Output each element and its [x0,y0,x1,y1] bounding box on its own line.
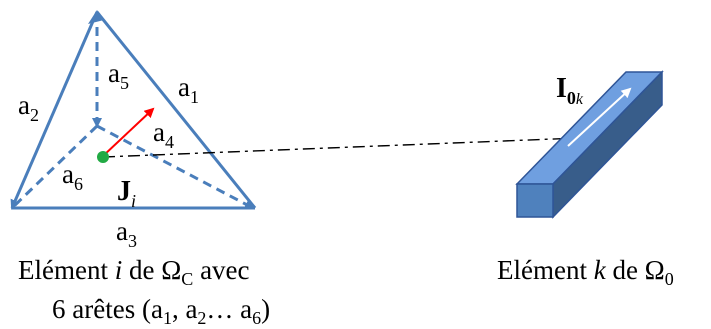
label-source-current: I0k [556,73,584,108]
label-a1: a1 [178,72,199,107]
source-current-arrow [567,87,632,147]
conductor-bar [515,70,664,219]
label-a3: a3 [116,216,137,251]
connection-line [102,138,578,158]
edge-a1-arrowhead [88,10,104,24]
caption-left-line2: 6 arêtes (a1, a2… a6) [52,294,270,328]
label-a5: a5 [108,58,129,93]
element-center-point [97,151,109,163]
bar-front-face [516,183,554,218]
caption-left-line1: Elément i de ΩC avec [18,255,250,289]
caption-right: Elément k de Ω0 [497,255,674,289]
label-a4: a4 [153,117,174,152]
edge-a2-line [10,11,99,210]
label-a2: a2 [18,90,39,125]
edge-a1-line [95,11,257,209]
edge-a6-line [10,124,99,210]
label-current-density: Ji [117,176,136,211]
label-a6: a6 [62,159,83,194]
current-density-vector [102,107,155,157]
